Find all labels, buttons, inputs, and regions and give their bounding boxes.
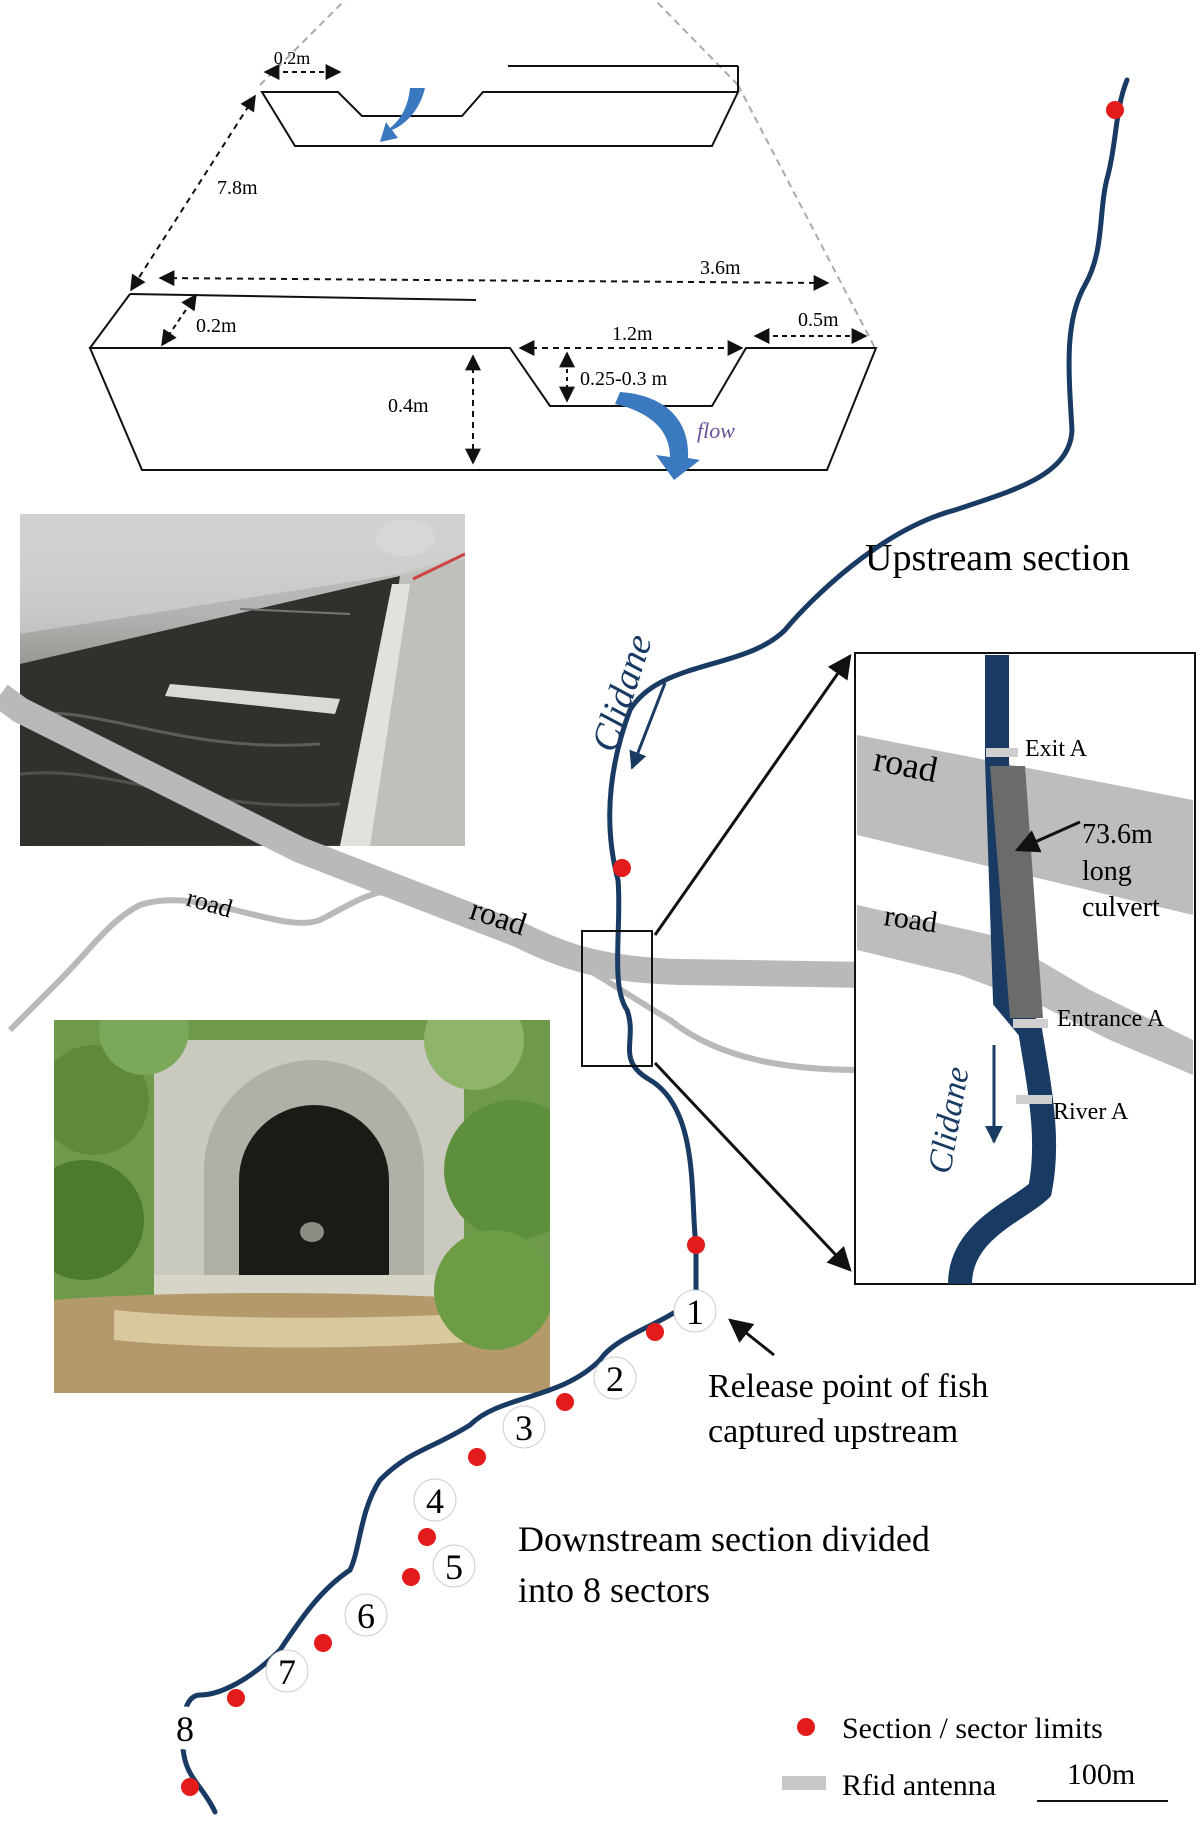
rfid-antenna-river bbox=[1016, 1095, 1052, 1104]
culvert-body bbox=[990, 766, 1043, 1018]
section-limit-marker bbox=[418, 1528, 436, 1546]
sector-circle-8 bbox=[163, 1706, 207, 1750]
release-point-label-2: captured upstream bbox=[708, 1413, 958, 1450]
ledge-dim bbox=[161, 293, 197, 347]
release-point-arrow bbox=[728, 1318, 775, 1357]
main-road bbox=[0, 684, 871, 988]
section-limit-marker bbox=[181, 1778, 199, 1796]
sector-number: 1 bbox=[686, 1292, 704, 1332]
height-dim-label: 0.4m bbox=[388, 395, 429, 417]
downstream-label-2: into 8 sectors bbox=[518, 1570, 710, 1610]
section-limit-marker bbox=[556, 1393, 574, 1411]
culvert-entrance-photo-art bbox=[54, 1020, 550, 1393]
culvert-schematic: 0.2m 7.8m 3.6m 0.2m 1.2m 0.5m 0.25-0.3 m… bbox=[88, 0, 878, 480]
sector-circle-3 bbox=[502, 1405, 546, 1449]
legend-rfid-icon bbox=[782, 1776, 826, 1790]
sector-number: 6 bbox=[357, 1596, 375, 1636]
section-limit-marker bbox=[468, 1448, 486, 1466]
diagonal-dim bbox=[130, 94, 256, 292]
downstream-label-1: Downstream section divided bbox=[518, 1519, 930, 1559]
width-dim bbox=[158, 270, 830, 291]
flow-arrow-far bbox=[380, 88, 425, 142]
sector-number: 7 bbox=[278, 1652, 296, 1692]
perspective-guide bbox=[737, 84, 876, 349]
legend-marker-icon bbox=[797, 1718, 815, 1736]
section-limit-marker bbox=[687, 1236, 705, 1254]
flow-label: flow bbox=[697, 418, 735, 443]
river-name-label: Clidane bbox=[584, 629, 661, 757]
section-limit-marker bbox=[402, 1568, 420, 1586]
perspective-guide bbox=[654, 0, 739, 86]
side-dim-label: 0.5m bbox=[798, 309, 839, 331]
section-limit-marker bbox=[646, 1323, 664, 1341]
legend: Section / sector limits Rfid antenna 100… bbox=[782, 1712, 1168, 1802]
exit-a-label: Exit A bbox=[1025, 736, 1088, 762]
inset-river bbox=[948, 655, 1057, 1285]
rfid-antenna-entrance bbox=[1013, 1019, 1048, 1028]
perspective-guide bbox=[259, 0, 346, 86]
culvert-interior-photo-art bbox=[20, 514, 465, 846]
zoom-connector bbox=[653, 654, 852, 936]
sector-labels: 1 2 3 4 5 6 7 8 bbox=[163, 1289, 717, 1750]
sector-circle-2 bbox=[593, 1356, 637, 1400]
sector-number: 5 bbox=[445, 1547, 463, 1587]
sector-circle-4 bbox=[413, 1478, 457, 1522]
legend-section-limits: Section / sector limits bbox=[842, 1712, 1103, 1745]
zoom-region-box bbox=[581, 930, 653, 1067]
zoom-connector bbox=[653, 1061, 852, 1272]
section-limit-marker bbox=[227, 1689, 245, 1707]
sector-number: 2 bbox=[606, 1359, 624, 1399]
ledge-dim-label: 0.2m bbox=[196, 315, 237, 337]
culvert-long-label: long bbox=[1082, 856, 1132, 887]
culvert-length-label: 73.6m bbox=[1082, 819, 1153, 850]
scale-bar-label: 100m bbox=[1067, 1758, 1135, 1791]
section-limit-marker bbox=[613, 859, 631, 877]
depth-dim-label: 0.25-0.3 m bbox=[580, 368, 668, 390]
culvert-entrance-photo bbox=[54, 1020, 550, 1393]
legend-rfid: Rfid antenna bbox=[842, 1769, 996, 1802]
flow-arrow-near bbox=[615, 392, 700, 480]
top-notch-dim-label: 0.2m bbox=[274, 48, 311, 68]
section-limit-marker bbox=[1106, 101, 1124, 119]
section-limit-markers bbox=[181, 101, 1124, 1796]
sector-circle-7 bbox=[265, 1649, 309, 1693]
clidane-river bbox=[179, 77, 1130, 1815]
width-dim-label: 3.6m bbox=[700, 257, 741, 279]
flow-direction-arrow bbox=[629, 682, 667, 770]
culvert-interior-photo bbox=[20, 514, 465, 846]
culvert-word-label: culvert bbox=[1082, 892, 1160, 923]
near-end-profile bbox=[88, 347, 878, 471]
section-limit-marker bbox=[314, 1634, 332, 1652]
entrance-a-label: Entrance A bbox=[1057, 1006, 1165, 1032]
channel-dim-label: 1.2m bbox=[612, 323, 653, 345]
road-label: road bbox=[183, 883, 235, 924]
far-end-profile bbox=[260, 91, 740, 147]
road-network bbox=[0, 684, 871, 1073]
inset-road-label: road bbox=[882, 899, 939, 939]
sector-number: 4 bbox=[426, 1481, 444, 1521]
sector-number: 3 bbox=[515, 1408, 533, 1448]
road-label: road bbox=[466, 890, 531, 942]
culvert-inset: road road Exit A 73.6m long culvert Entr… bbox=[854, 652, 1196, 1285]
culvert-pointer bbox=[1014, 820, 1081, 853]
upstream-section-label: Upstream section bbox=[865, 537, 1130, 579]
river-a-label: River A bbox=[1053, 1099, 1129, 1125]
sector-circle-6 bbox=[344, 1593, 388, 1637]
sector-number: 8 bbox=[176, 1709, 194, 1749]
secondary-road bbox=[7, 886, 861, 1073]
diagonal-dim-label: 7.8m bbox=[217, 177, 258, 199]
sector-circle-5 bbox=[432, 1544, 476, 1588]
rfid-antenna-exit bbox=[986, 748, 1018, 757]
release-point-label-1: Release point of fish bbox=[708, 1368, 988, 1405]
sector-circle-1 bbox=[673, 1289, 717, 1333]
